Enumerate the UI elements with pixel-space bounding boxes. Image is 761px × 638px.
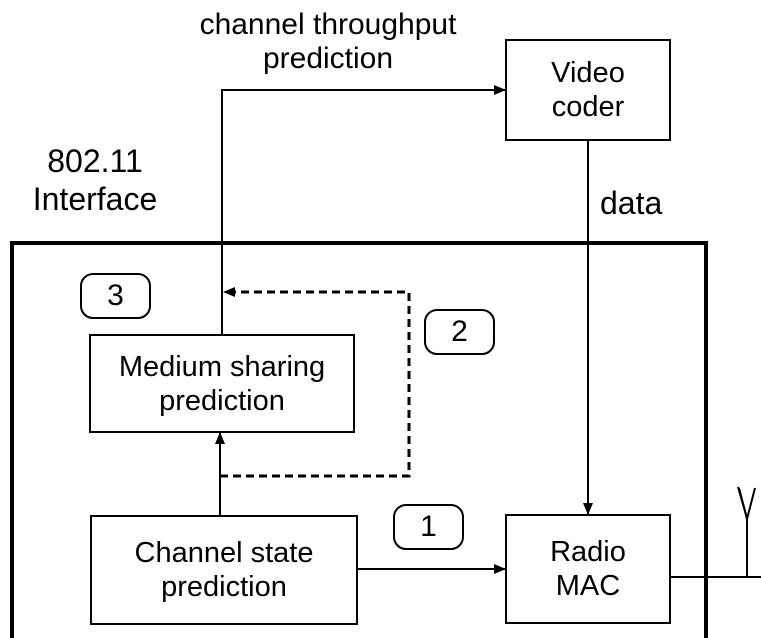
channel-state-line1: Channel state xyxy=(134,537,314,569)
channel-state-block: Channel state prediction xyxy=(90,515,358,625)
channel-state-line2: prediction xyxy=(161,571,287,603)
medium-sharing-block: Medium sharing prediction xyxy=(89,334,355,433)
medium-sharing-line1: Medium sharing xyxy=(118,350,326,383)
step-badge-3: 3 xyxy=(80,273,151,319)
medium-sharing-line2: prediction xyxy=(159,384,285,417)
step-badge-1: 1 xyxy=(393,504,464,550)
interface-frame xyxy=(10,241,708,638)
video-coder-line2: coder xyxy=(551,91,625,123)
video-coder-line1: Video xyxy=(551,57,625,89)
antenna-mast xyxy=(738,487,756,577)
step-badge-2: 2 xyxy=(424,309,495,355)
radio-mac-line2: MAC xyxy=(555,570,621,602)
video-coder-block: Video coder xyxy=(505,39,671,141)
feedback-dashed-arrow xyxy=(220,287,411,478)
radio-mac-line1: Radio xyxy=(550,536,626,568)
data-label: data xyxy=(600,185,663,221)
throughput-arrow xyxy=(221,85,506,334)
throughput-label: channel throughput prediction xyxy=(199,8,457,75)
radio-mac-block: Radio MAC xyxy=(505,514,671,624)
interface-label: 802.11 Interface xyxy=(32,143,158,217)
